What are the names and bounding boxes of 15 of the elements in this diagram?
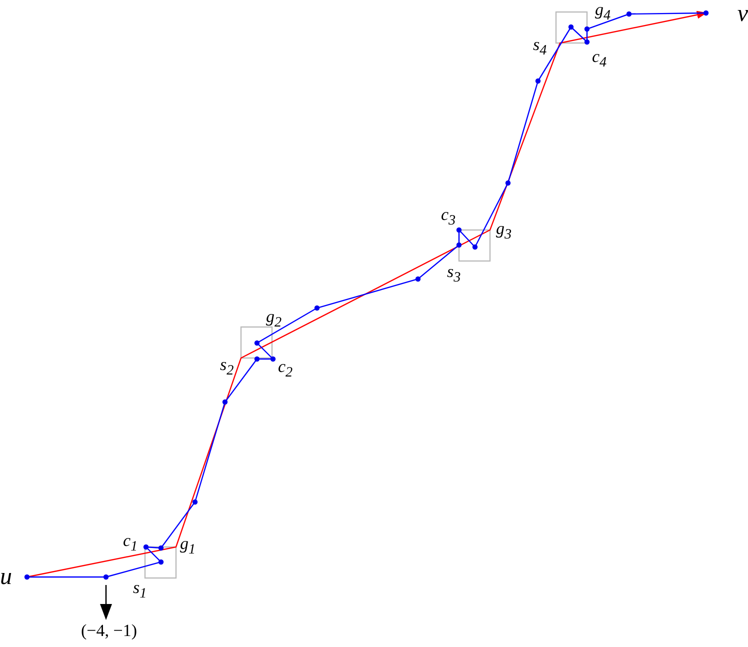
- point-label: g$_{3}$: [496, 220, 512, 242]
- point-label: g$_{1}$: [180, 535, 196, 557]
- point-label: g$_{2}$: [266, 308, 282, 330]
- point-label: s$_{2}$: [220, 356, 234, 378]
- point-label: c$_{3}$: [441, 206, 456, 228]
- point-label: s$_{4}$: [533, 36, 547, 58]
- vector-label: (−4, −1): [81, 622, 137, 639]
- point-label: s$_{1}$: [133, 579, 147, 601]
- point-label: g$_{4}$: [595, 1, 611, 23]
- point-label: c$_{2}$: [278, 358, 293, 380]
- point-label: s$_{3}$: [447, 263, 461, 285]
- vertex-label: v: [706, 2, 748, 26]
- point-label: c$_{1}$: [123, 532, 138, 554]
- vertex-label: u: [0, 565, 28, 589]
- point-label: c$_{4}$: [592, 48, 607, 70]
